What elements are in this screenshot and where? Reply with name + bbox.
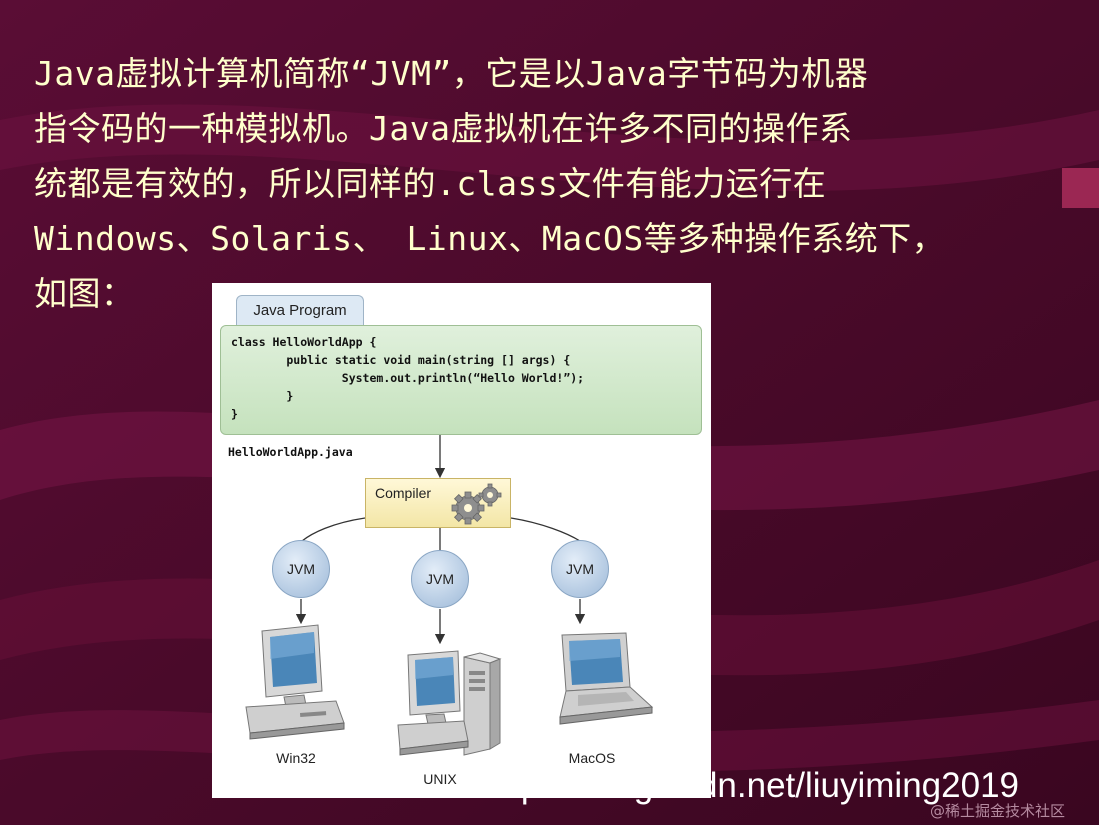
compiler-box: Compiler [365, 478, 511, 528]
slide-text-line: Java虚拟计算机简称“JVM”，它是以Java字节码为机器 [34, 54, 869, 93]
code-line: public static void main(string [] args) … [231, 353, 571, 367]
os-label-macos: MacOS [568, 750, 616, 766]
source-filename: HelloWorldApp.java [228, 445, 353, 459]
slide-body-text: Java虚拟计算机简称“JVM”，它是以Java字节码为机器 指令码的一种模拟机… [34, 46, 1084, 321]
slide-text-line: Windows、Solaris、 Linux、MacOS等多种操作系统下， [34, 219, 946, 258]
gears-icon [451, 483, 502, 525]
slide-text-line: 统都是有效的，所以同样的.class文件有能力运行在 [34, 164, 827, 203]
code-line: class HelloWorldApp { [231, 335, 377, 349]
os-label-win32: Win32 [276, 750, 316, 766]
jvm-node-unix: JVM [411, 550, 469, 608]
java-program-tab: Java Program [236, 295, 364, 325]
slide-text-line: 如图： [34, 274, 135, 313]
slide-text-line: 指令码的一种模拟机。Java虚拟机在许多不同的操作系 [34, 109, 853, 148]
source-code-box: class HelloWorldApp { public static void… [220, 325, 702, 435]
code-line: } [231, 407, 238, 421]
os-label-unix: UNIX [423, 771, 457, 787]
jvm-node-win32: JVM [272, 540, 330, 598]
desktop-computer-icon [245, 624, 345, 740]
diagram-connectors [295, 435, 586, 645]
compiler-label: Compiler [375, 485, 432, 501]
code-line: System.out.println(“Hello World!”); [231, 371, 585, 385]
laptop-icon [559, 632, 654, 725]
workstation-tower-icon [397, 650, 502, 756]
source-url-watermark: https://blog.csdn.net/liuyiming2019 [482, 766, 1019, 805]
jvm-node-macos: JVM [551, 540, 609, 598]
community-watermark: @稀土掘金技术社区 [930, 802, 1066, 820]
jvm-diagram: Java Program class HelloWorldApp { publi… [212, 283, 711, 798]
code-line: } [231, 389, 294, 403]
